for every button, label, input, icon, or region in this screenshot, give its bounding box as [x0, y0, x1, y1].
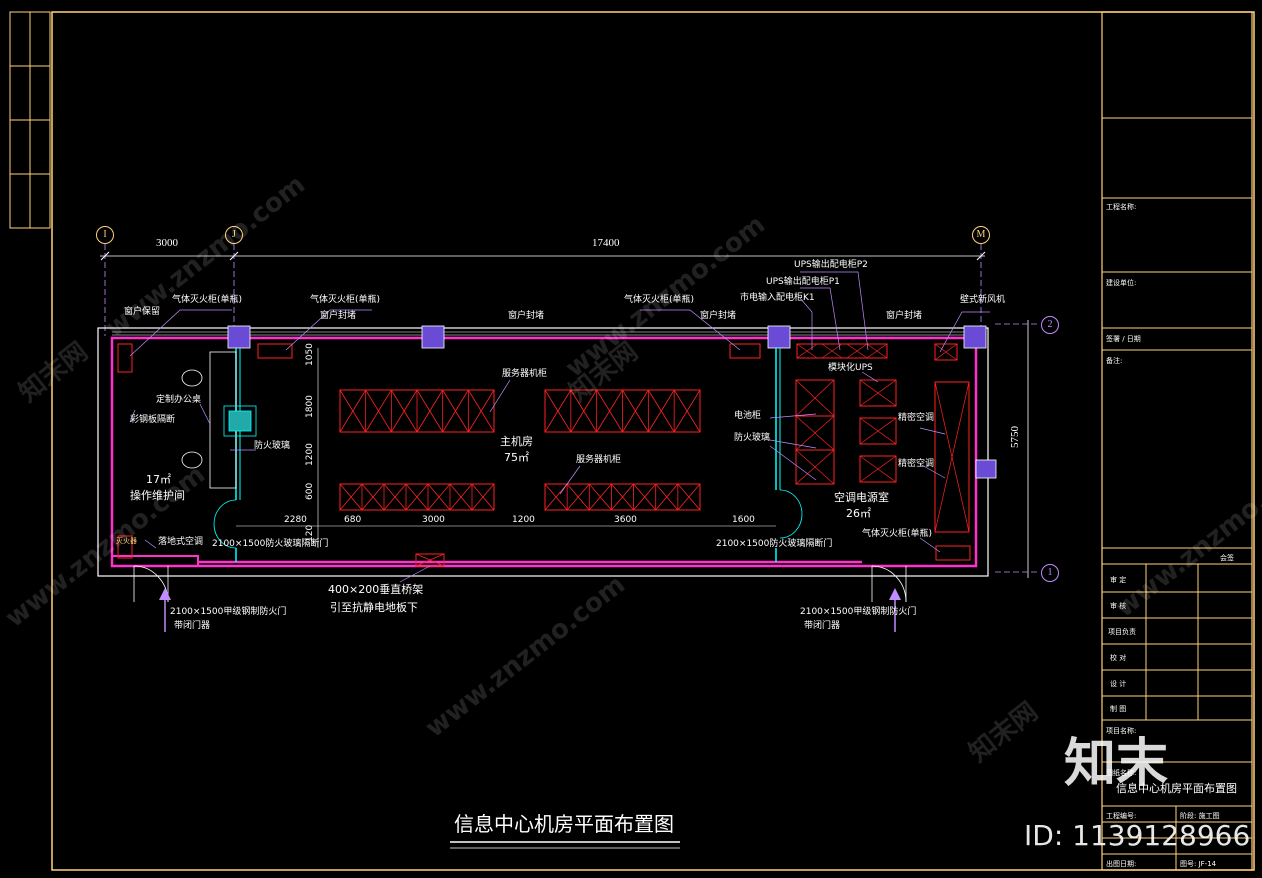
label-window-seal-2: 窗户封堵 — [320, 311, 357, 321]
dim-bottom-6: 1600 — [732, 515, 755, 525]
label-window-keep: 窗户保留 — [124, 307, 161, 317]
label-window-seal-3: 窗户封堵 — [508, 311, 545, 321]
dim-v-3: 1200 — [305, 443, 315, 466]
label-door-out-left-1: 2100×1500甲级钢制防火门 — [170, 607, 287, 617]
tb-review: 审 定 — [1110, 576, 1127, 584]
label-split-ac: 落地式空调 — [158, 537, 204, 547]
axis-bubble-1: 1 — [1041, 564, 1059, 582]
tb-proj-lead: 项目负责 — [1108, 628, 1136, 636]
label-door-out-right-2: 带闭门器 — [804, 621, 841, 631]
label-gas-fire-2: 气体灭火柜(单瓶) — [310, 295, 381, 305]
tb-item-name: 项目名称: — [1106, 727, 1137, 735]
label-battery: 电池柜 — [734, 411, 762, 421]
label-gas-fire-3: 气体灭火柜(单瓶) — [624, 295, 695, 305]
tb-stage: 阶段: 施工图 — [1180, 812, 1220, 820]
label-ups-out-1: UPS输出配电柜P1 — [766, 277, 840, 287]
label-fire-glass-2: 防火玻璃 — [254, 441, 291, 451]
server-rack-row-1 — [339, 389, 701, 511]
dim-bottom-1: 2280 — [284, 515, 307, 525]
tb-plot-date: 出图日期: — [1106, 860, 1137, 868]
label-mains-in: 市电输入配电柜K1 — [740, 293, 815, 303]
label-precision-ac-1: 精密空调 — [898, 413, 935, 423]
axis-bubble-2: 2 — [1041, 316, 1059, 334]
tb-proj-no: 工程编号: — [1106, 812, 1137, 820]
axis-bubble-m: M — [972, 226, 990, 244]
label-op-room-area: 17㎡ — [146, 473, 171, 486]
label-server-rack-2: 服务器机柜 — [576, 455, 622, 465]
label-door-right: 2100×1500防火玻璃隔断门 — [716, 539, 833, 549]
tb-drawing-name: 信息中心机房平面布置图 — [1116, 782, 1237, 795]
label-modular-ups: 模块化UPS — [828, 363, 873, 373]
dim-v-2: 1800 — [305, 395, 315, 418]
label-office: 定制办公桌 — [156, 395, 202, 405]
title-block — [1101, 11, 1253, 871]
dim-v-1: 1050 — [305, 343, 315, 366]
tb-design: 设 计 — [1110, 680, 1127, 688]
label-monitor-wall: 彩钢板隔断 — [130, 415, 176, 425]
dim-v-4: 600 — [305, 482, 315, 500]
label-window-seal-5: 窗户封堵 — [886, 311, 923, 321]
watermark-id: ID: 1139128966 — [1024, 819, 1251, 852]
dim-bottom-4: 1200 — [512, 515, 535, 525]
label-ups-room: 空调电源室 — [834, 491, 889, 504]
label-door-out-right-1: 2100×1500甲级钢制防火门 — [800, 607, 917, 617]
label-main-room-area: 75㎡ — [504, 451, 529, 464]
dim-bottom-3: 3000 — [422, 515, 445, 525]
dim-bottom-5: 3600 — [614, 515, 637, 525]
label-window-seal-4: 窗户封堵 — [700, 311, 737, 321]
label-door-out-left-2: 带闭门器 — [174, 621, 211, 631]
label-gas-fire-4: 气体灭火柜(单瓶) — [862, 529, 933, 539]
office-furniture — [181, 351, 257, 489]
label-gas-fire-1: 气体灭火柜(单瓶) — [172, 295, 243, 305]
tb-drawing-name-label: 图纸名称: — [1106, 769, 1137, 777]
tb-check: 审 核 — [1110, 602, 1127, 610]
label-door-left: 2100×1500防火玻璃隔断门 — [212, 539, 329, 549]
label-server-rack-1: 服务器机柜 — [502, 369, 548, 379]
label-ups-out-2: UPS输出配电柜P2 — [794, 260, 868, 270]
axis-bubble-i: I — [96, 226, 114, 244]
tb-sheet-no: 图号: JF-14 — [1180, 860, 1217, 868]
label-fire-glass: 防火玻璃 — [734, 433, 771, 443]
label-cable-tray: 400×200垂直桥架 — [328, 583, 424, 596]
tb-sign: 会签 — [1220, 554, 1234, 562]
label-main-room: 主机房 — [500, 435, 533, 448]
tb-sign-date: 签署 / 日期 — [1106, 335, 1141, 343]
label-cable-tray-2: 引至抗静电地板下 — [330, 601, 418, 614]
tb-remarks: 备注: — [1106, 357, 1123, 365]
dim-top-left: 3000 — [156, 237, 178, 249]
label-wall-ac: 壁式新风机 — [960, 295, 1006, 305]
tb-draw: 制 图 — [1110, 705, 1127, 713]
outer-frame — [51, 11, 1255, 871]
label-op-room: 操作维护间 — [130, 489, 185, 502]
label-ups-room-area: 26㎡ — [846, 507, 871, 520]
tb-project-name: 工程名称: — [1106, 203, 1137, 211]
dim-bottom-2: 680 — [344, 515, 362, 525]
dim-right: 5750 — [1009, 426, 1021, 448]
label-fire-box: 灭火器 — [116, 537, 137, 545]
tb-proofread: 校 对 — [1110, 654, 1127, 662]
label-precision-ac-2: 精密空调 — [898, 459, 935, 469]
watermark-logo: 知末 — [1064, 734, 1169, 794]
axis-bubble-j: J — [225, 226, 243, 244]
dim-top-right: 17400 — [592, 237, 620, 249]
drawing-title: 信息中心机房平面布置图 — [454, 812, 674, 836]
tb-build-unit: 建设单位: — [1106, 279, 1137, 287]
